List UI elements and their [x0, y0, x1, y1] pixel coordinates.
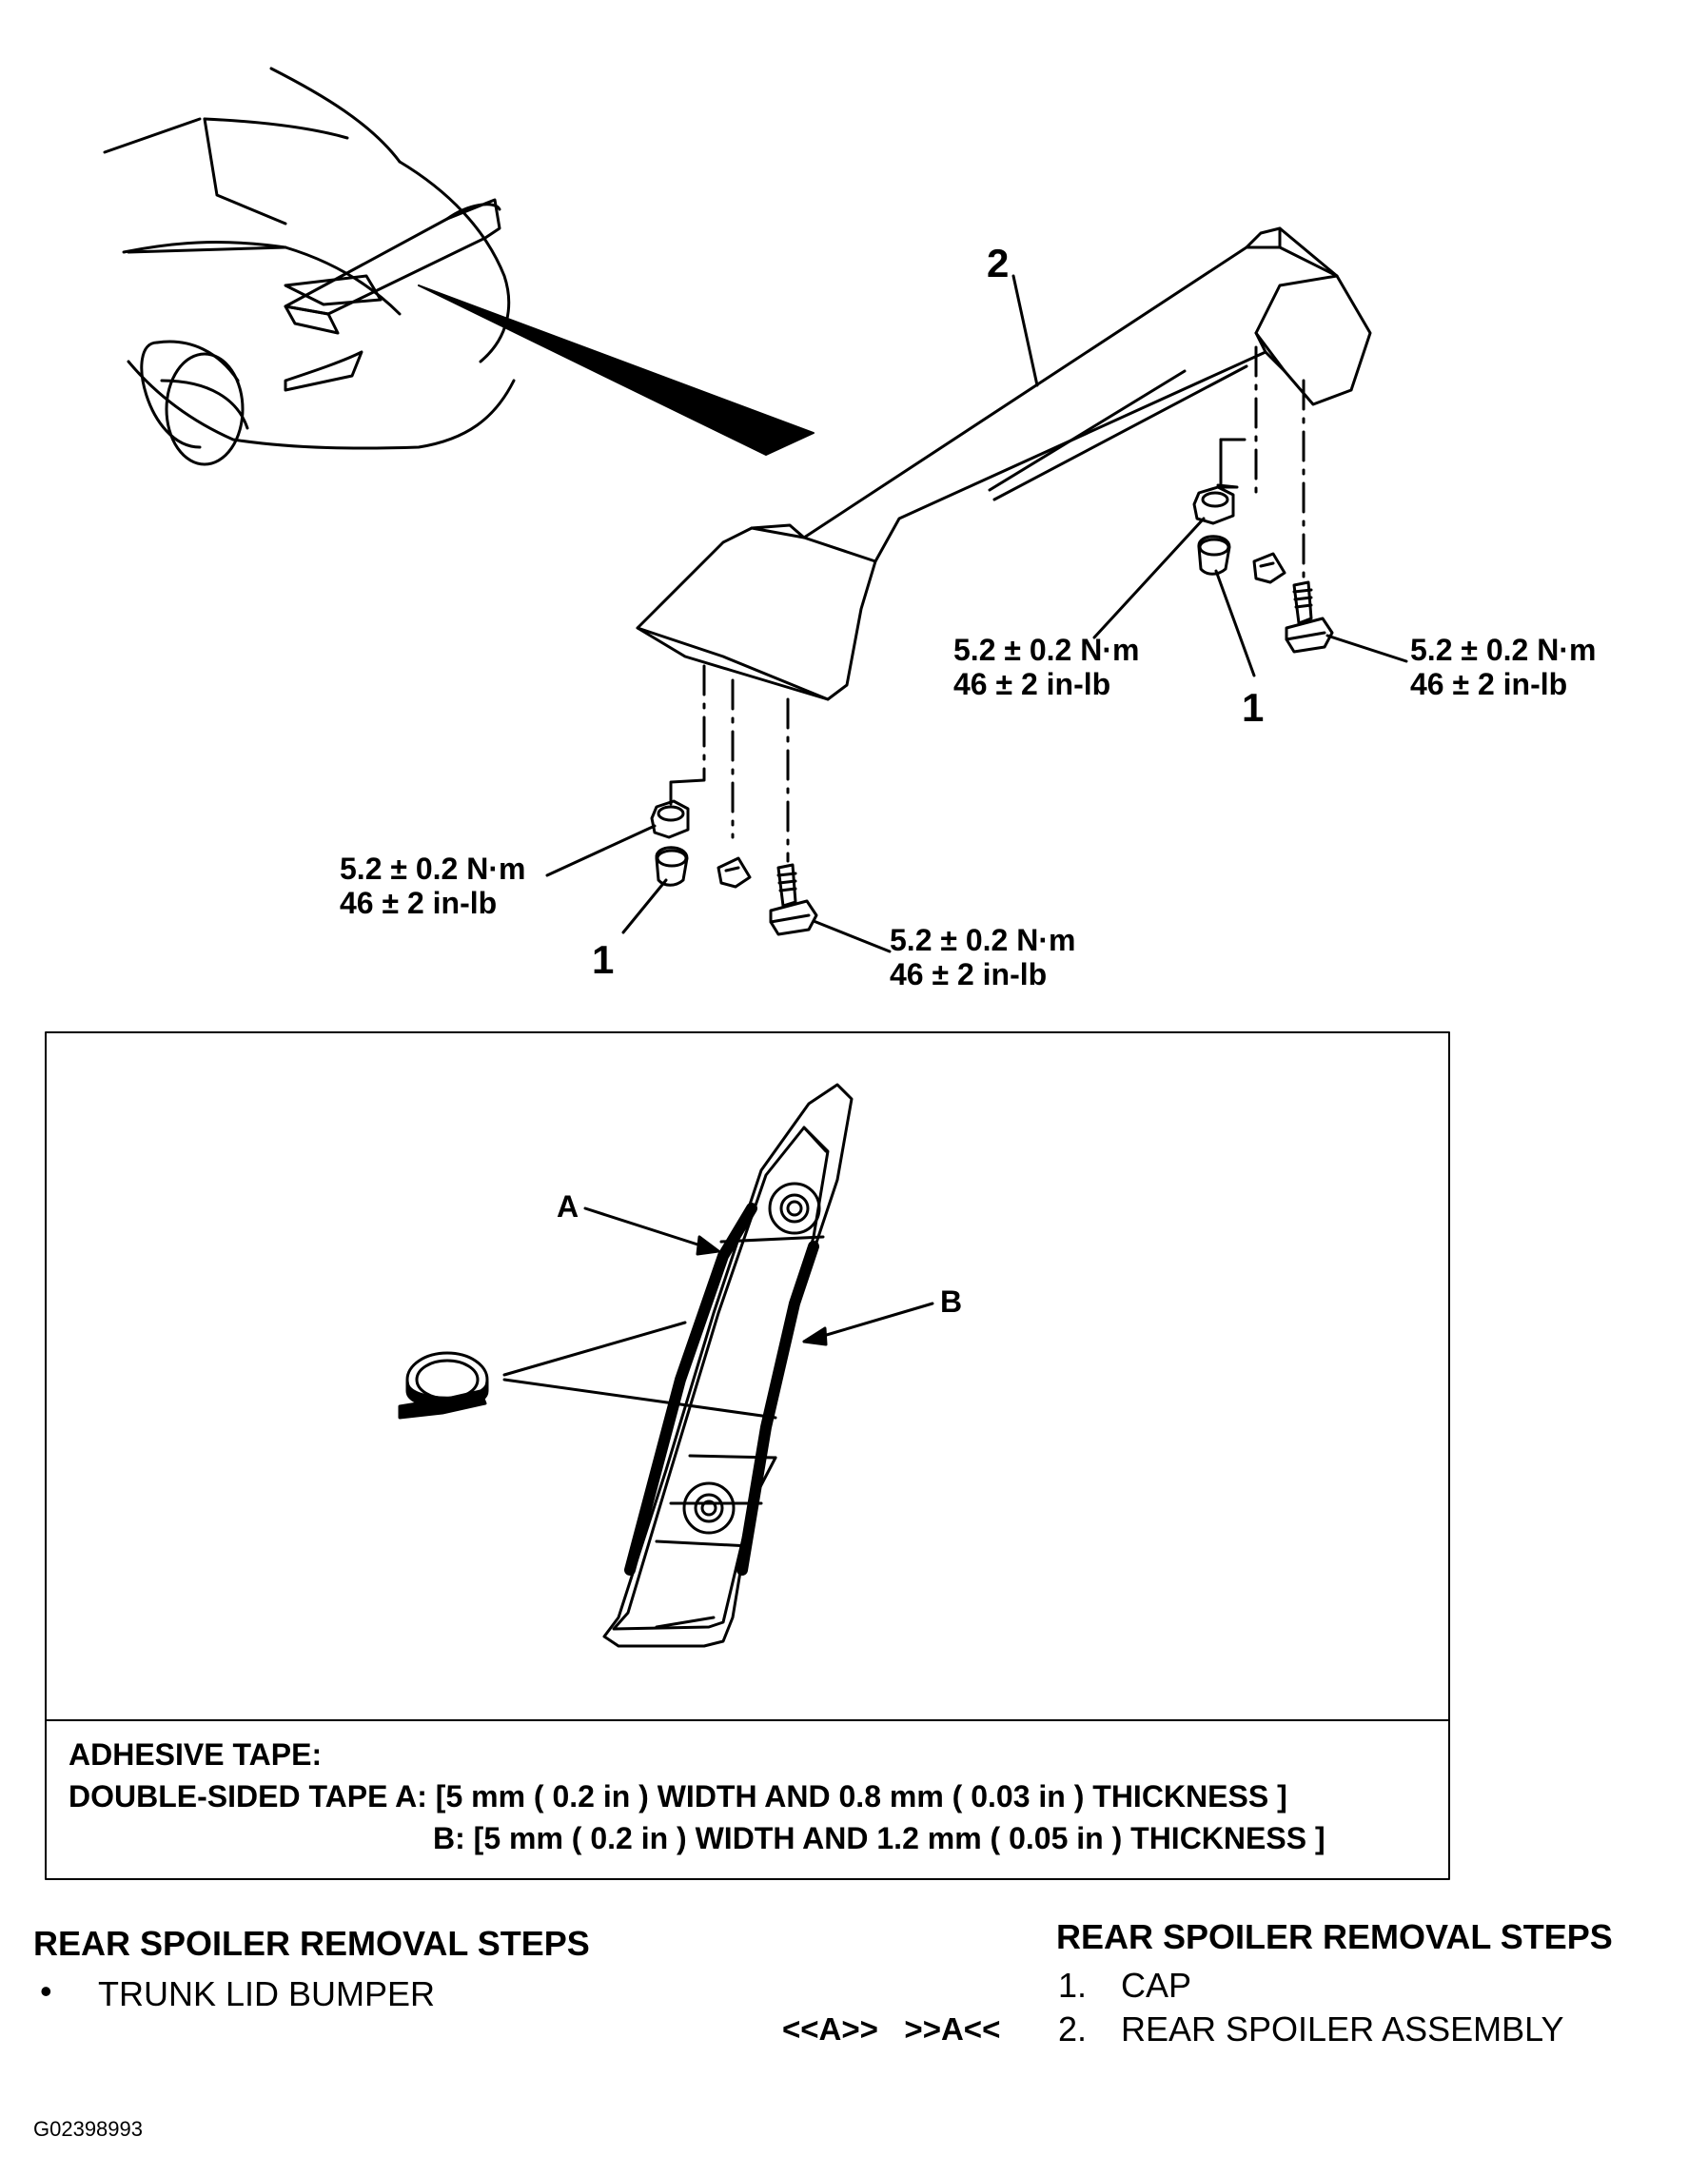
tape-a-label: A — [557, 1189, 579, 1224]
right-step-2-label: REAR SPOILER ASSEMBLY — [1121, 2009, 1564, 2049]
left-steps-heading: REAR SPOILER REMOVAL STEPS — [33, 1924, 590, 1963]
tape-roll-icon — [398, 1351, 489, 1420]
right-cap — [1197, 535, 1231, 576]
right-jog-line — [1216, 438, 1239, 489]
tape-a-spec: DOUBLE-SIDED TAPE A: [5 mm ( 0.2 in ) WI… — [69, 1779, 1287, 1813]
torque-nm: 5.2 ± 0.2 N·m — [890, 923, 1076, 957]
right-step-2-codes: <<A>> >>A<< — [782, 2011, 1001, 2047]
right-centerlines — [1254, 345, 1306, 582]
left-steps-bullet: • — [40, 1971, 52, 2010]
left-clip — [717, 856, 752, 889]
left-centerlines — [702, 664, 790, 863]
torque-nm: 5.2 ± 0.2 N·m — [340, 852, 526, 886]
tape-b-spec: B: [5 mm ( 0.2 in ) WIDTH AND 1.2 mm ( 0… — [433, 1821, 1325, 1855]
torque-left-nut: 5.2 ± 0.2 N·m 46 ± 2 in-lb — [340, 852, 525, 920]
spoiler-assembly — [636, 226, 1372, 701]
left-cap — [655, 846, 689, 887]
left-step-item: TRUNK LID BUMPER — [98, 1974, 436, 2013]
callout-2-leader — [1011, 274, 1039, 387]
callout-1-right: 1 — [1242, 685, 1265, 730]
callout-2: 2 — [987, 241, 1010, 285]
torque-left-bolt: 5.2 ± 0.2 N·m 46 ± 2 in-lb — [890, 923, 1075, 991]
right-step-2-number: 2. — [1058, 2009, 1088, 2049]
figure-id: G02398993 — [33, 2117, 143, 2141]
torque-inlb: 46 ± 2 in-lb — [953, 667, 1111, 701]
right-clip — [1252, 552, 1286, 584]
torque-right-nut: 5.2 ± 0.2 N·m 46 ± 2 in-lb — [953, 633, 1139, 701]
adhesive-tape-title: ADHESIVE TAPE: — [69, 1737, 323, 1772]
callout-1-left: 1 — [592, 937, 615, 982]
torque-inlb: 46 ± 2 in-lb — [890, 957, 1048, 991]
vehicle-rear-sketch — [103, 67, 516, 466]
left-bolt — [769, 863, 818, 936]
tape-strip-a — [624, 1203, 757, 1576]
pointer-wedge — [418, 284, 815, 456]
torque-inlb: 46 ± 2 in-lb — [340, 886, 498, 920]
torque-right-bolt: 5.2 ± 0.2 N·m 46 ± 2 in-lb — [1410, 633, 1596, 701]
right-steps-heading: REAR SPOILER REMOVAL STEPS — [1056, 1917, 1613, 1956]
torque-nm: 5.2 ± 0.2 N·m — [953, 633, 1140, 667]
right-nut — [1192, 485, 1235, 525]
right-step-1-label: CAP — [1121, 1966, 1192, 2005]
torque-nm: 5.2 ± 0.2 N·m — [1410, 633, 1597, 667]
tape-strip-b — [736, 1241, 819, 1576]
torque-inlb: 46 ± 2 in-lb — [1410, 667, 1568, 701]
spoiler-end-piece — [602, 1083, 854, 1648]
right-step-1-number: 1. — [1058, 1966, 1088, 2005]
right-bolt — [1285, 580, 1334, 654]
tape-b-label: B — [940, 1284, 963, 1319]
detail-box — [45, 1031, 1450, 1880]
left-nut — [650, 799, 690, 839]
